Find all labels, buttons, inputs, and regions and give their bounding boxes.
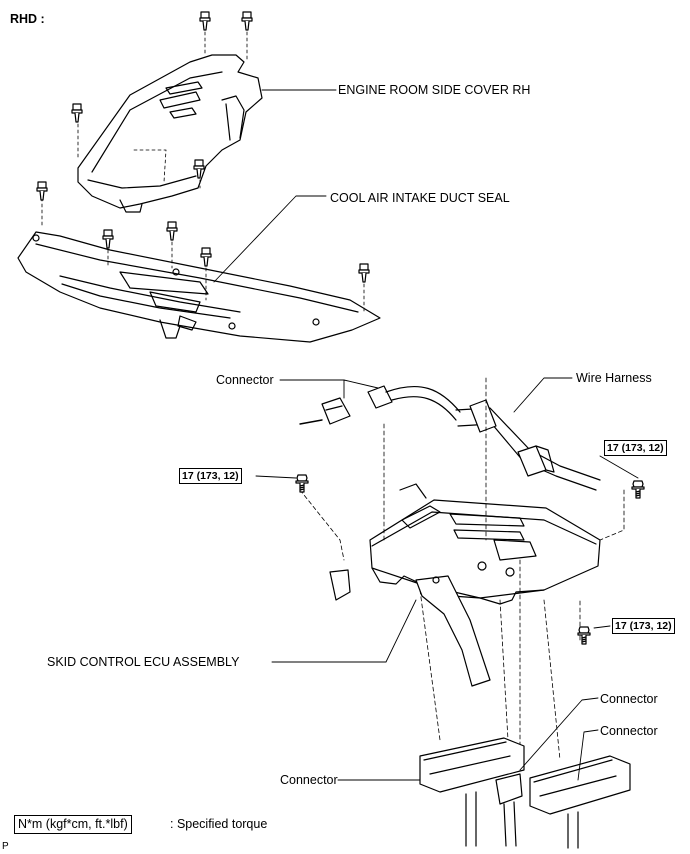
legend-unit-box: N*m (kgf*cm, ft.*lbf): [14, 815, 132, 834]
engine-room-side-cover-drawing: [71, 11, 337, 213]
label-connector-lower-left: Connector: [280, 773, 338, 787]
page-title: RHD :: [10, 12, 45, 26]
label-connector-right-lower: Connector: [600, 724, 658, 738]
label-connector-upper: Connector: [216, 373, 274, 387]
torque-spec-right-lower: 17 (173, 12): [612, 618, 675, 634]
cool-air-intake-duct-seal-drawing: [17, 181, 381, 343]
lower-connectors-drawing: [337, 697, 631, 849]
ecu-assembly-drawing: [255, 377, 645, 761]
label-engine-room-side-cover: ENGINE ROOM SIDE COVER RH: [338, 83, 531, 97]
label-connector-right-upper: Connector: [600, 692, 658, 706]
wire-harness-drawing: [279, 377, 601, 491]
torque-spec-right-upper: 17 (173, 12): [604, 440, 667, 456]
legend-text: : Specified torque: [170, 817, 268, 831]
label-cool-air-intake-duct-seal: COOL AIR INTAKE DUCT SEAL: [330, 191, 510, 205]
label-skid-control-ecu: SKID CONTROL ECU ASSEMBLY: [47, 655, 240, 669]
label-wire-harness: Wire Harness: [576, 371, 652, 385]
torque-spec-left: 17 (173, 12): [179, 468, 242, 484]
figure-code: P: [2, 841, 9, 852]
